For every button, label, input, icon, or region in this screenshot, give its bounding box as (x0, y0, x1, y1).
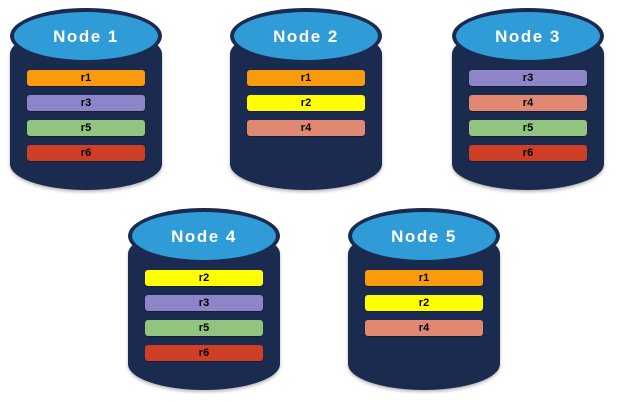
record-bar-r3[interactable]: r3 (27, 95, 145, 111)
cylinder-top-rim (230, 8, 382, 64)
cylinder-top-rim (452, 8, 604, 64)
record-bar-r2[interactable]: r2 (247, 95, 365, 111)
record-list: r1 r2 r4 (365, 270, 483, 345)
cylinder-top-face (234, 12, 378, 60)
record-list: r1 r3 r5 r6 (27, 70, 145, 170)
record-list: r3 r4 r5 r6 (469, 70, 587, 170)
cylinder-top-rim (348, 208, 500, 264)
record-bar-r2[interactable]: r2 (365, 295, 483, 311)
record-bar-r2[interactable]: r2 (145, 270, 263, 286)
cylinder-top-face (352, 212, 496, 260)
cylinder-top-face (14, 12, 158, 60)
record-bar-r5[interactable]: r5 (145, 320, 263, 336)
cylinder-top-face (132, 212, 276, 260)
record-bar-r1[interactable]: r1 (365, 270, 483, 286)
record-bar-r4[interactable]: r4 (365, 320, 483, 336)
cylinder-top-face (456, 12, 600, 60)
record-bar-r1[interactable]: r1 (27, 70, 145, 86)
record-list: r1 r2 r4 (247, 70, 365, 145)
record-bar-r3[interactable]: r3 (145, 295, 263, 311)
record-bar-r5[interactable]: r5 (469, 120, 587, 136)
record-bar-r1[interactable]: r1 (247, 70, 365, 86)
record-bar-r6[interactable]: r6 (469, 145, 587, 161)
record-bar-r4[interactable]: r4 (469, 95, 587, 111)
record-list: r2 r3 r5 r6 (145, 270, 263, 370)
record-bar-r6[interactable]: r6 (145, 345, 263, 361)
record-bar-r5[interactable]: r5 (27, 120, 145, 136)
record-bar-r4[interactable]: r4 (247, 120, 365, 136)
cylinder-top-rim (10, 8, 162, 64)
cylinder-top-rim (128, 208, 280, 264)
record-bar-r3[interactable]: r3 (469, 70, 587, 86)
record-bar-r6[interactable]: r6 (27, 145, 145, 161)
